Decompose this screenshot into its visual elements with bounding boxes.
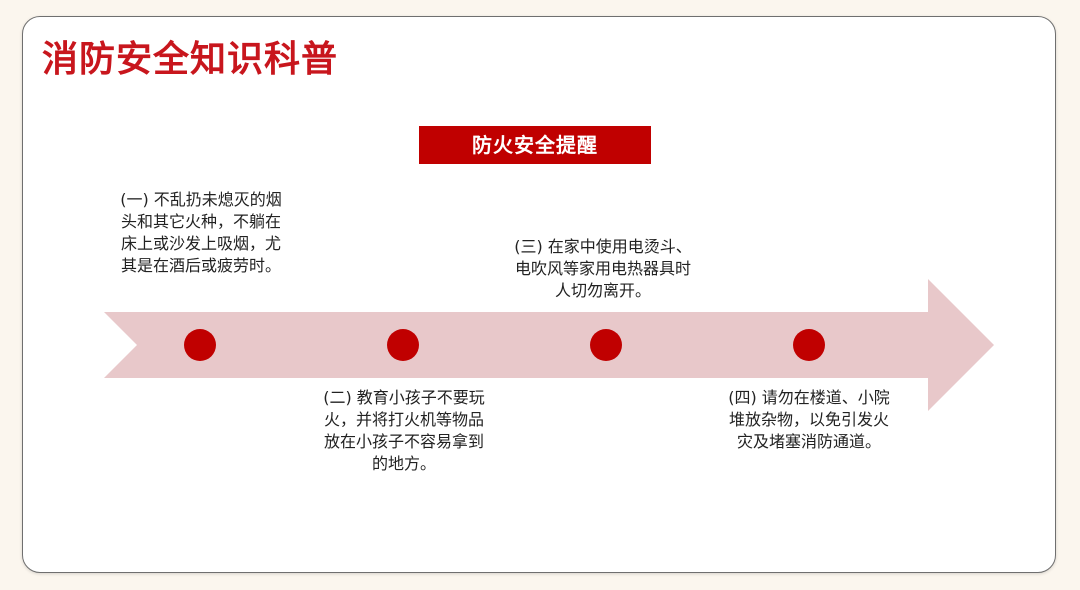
tip-2-text: (二) 教育小孩子不要玩火，并将打火机等物品放在小孩子不容易拿到的地方。 xyxy=(323,388,485,473)
timeline-dot-2 xyxy=(387,329,419,361)
tip-3-text: (三) 在家中使用电烫斗、电吹风等家用电热器具时人切勿离开。 xyxy=(514,237,692,300)
timeline-dot-1 xyxy=(184,329,216,361)
tip-1-text: (一) 不乱扔未熄灭的烟头和其它火种，不躺在床上或沙发上吸烟，尤其是在酒后或疲劳… xyxy=(120,190,282,275)
slide-card xyxy=(22,16,1056,573)
page-title: 消防安全知识科普 xyxy=(42,39,339,80)
timeline-dot-4 xyxy=(793,329,825,361)
section-title-banner: 防火安全提醒 xyxy=(419,126,651,164)
timeline-dot-3 xyxy=(590,329,622,361)
tip-4-text: (四) 请勿在楼道、小院堆放杂物，以免引发火灾及堵塞消防通道。 xyxy=(728,388,890,451)
timeline-arrow-shape xyxy=(104,279,994,411)
